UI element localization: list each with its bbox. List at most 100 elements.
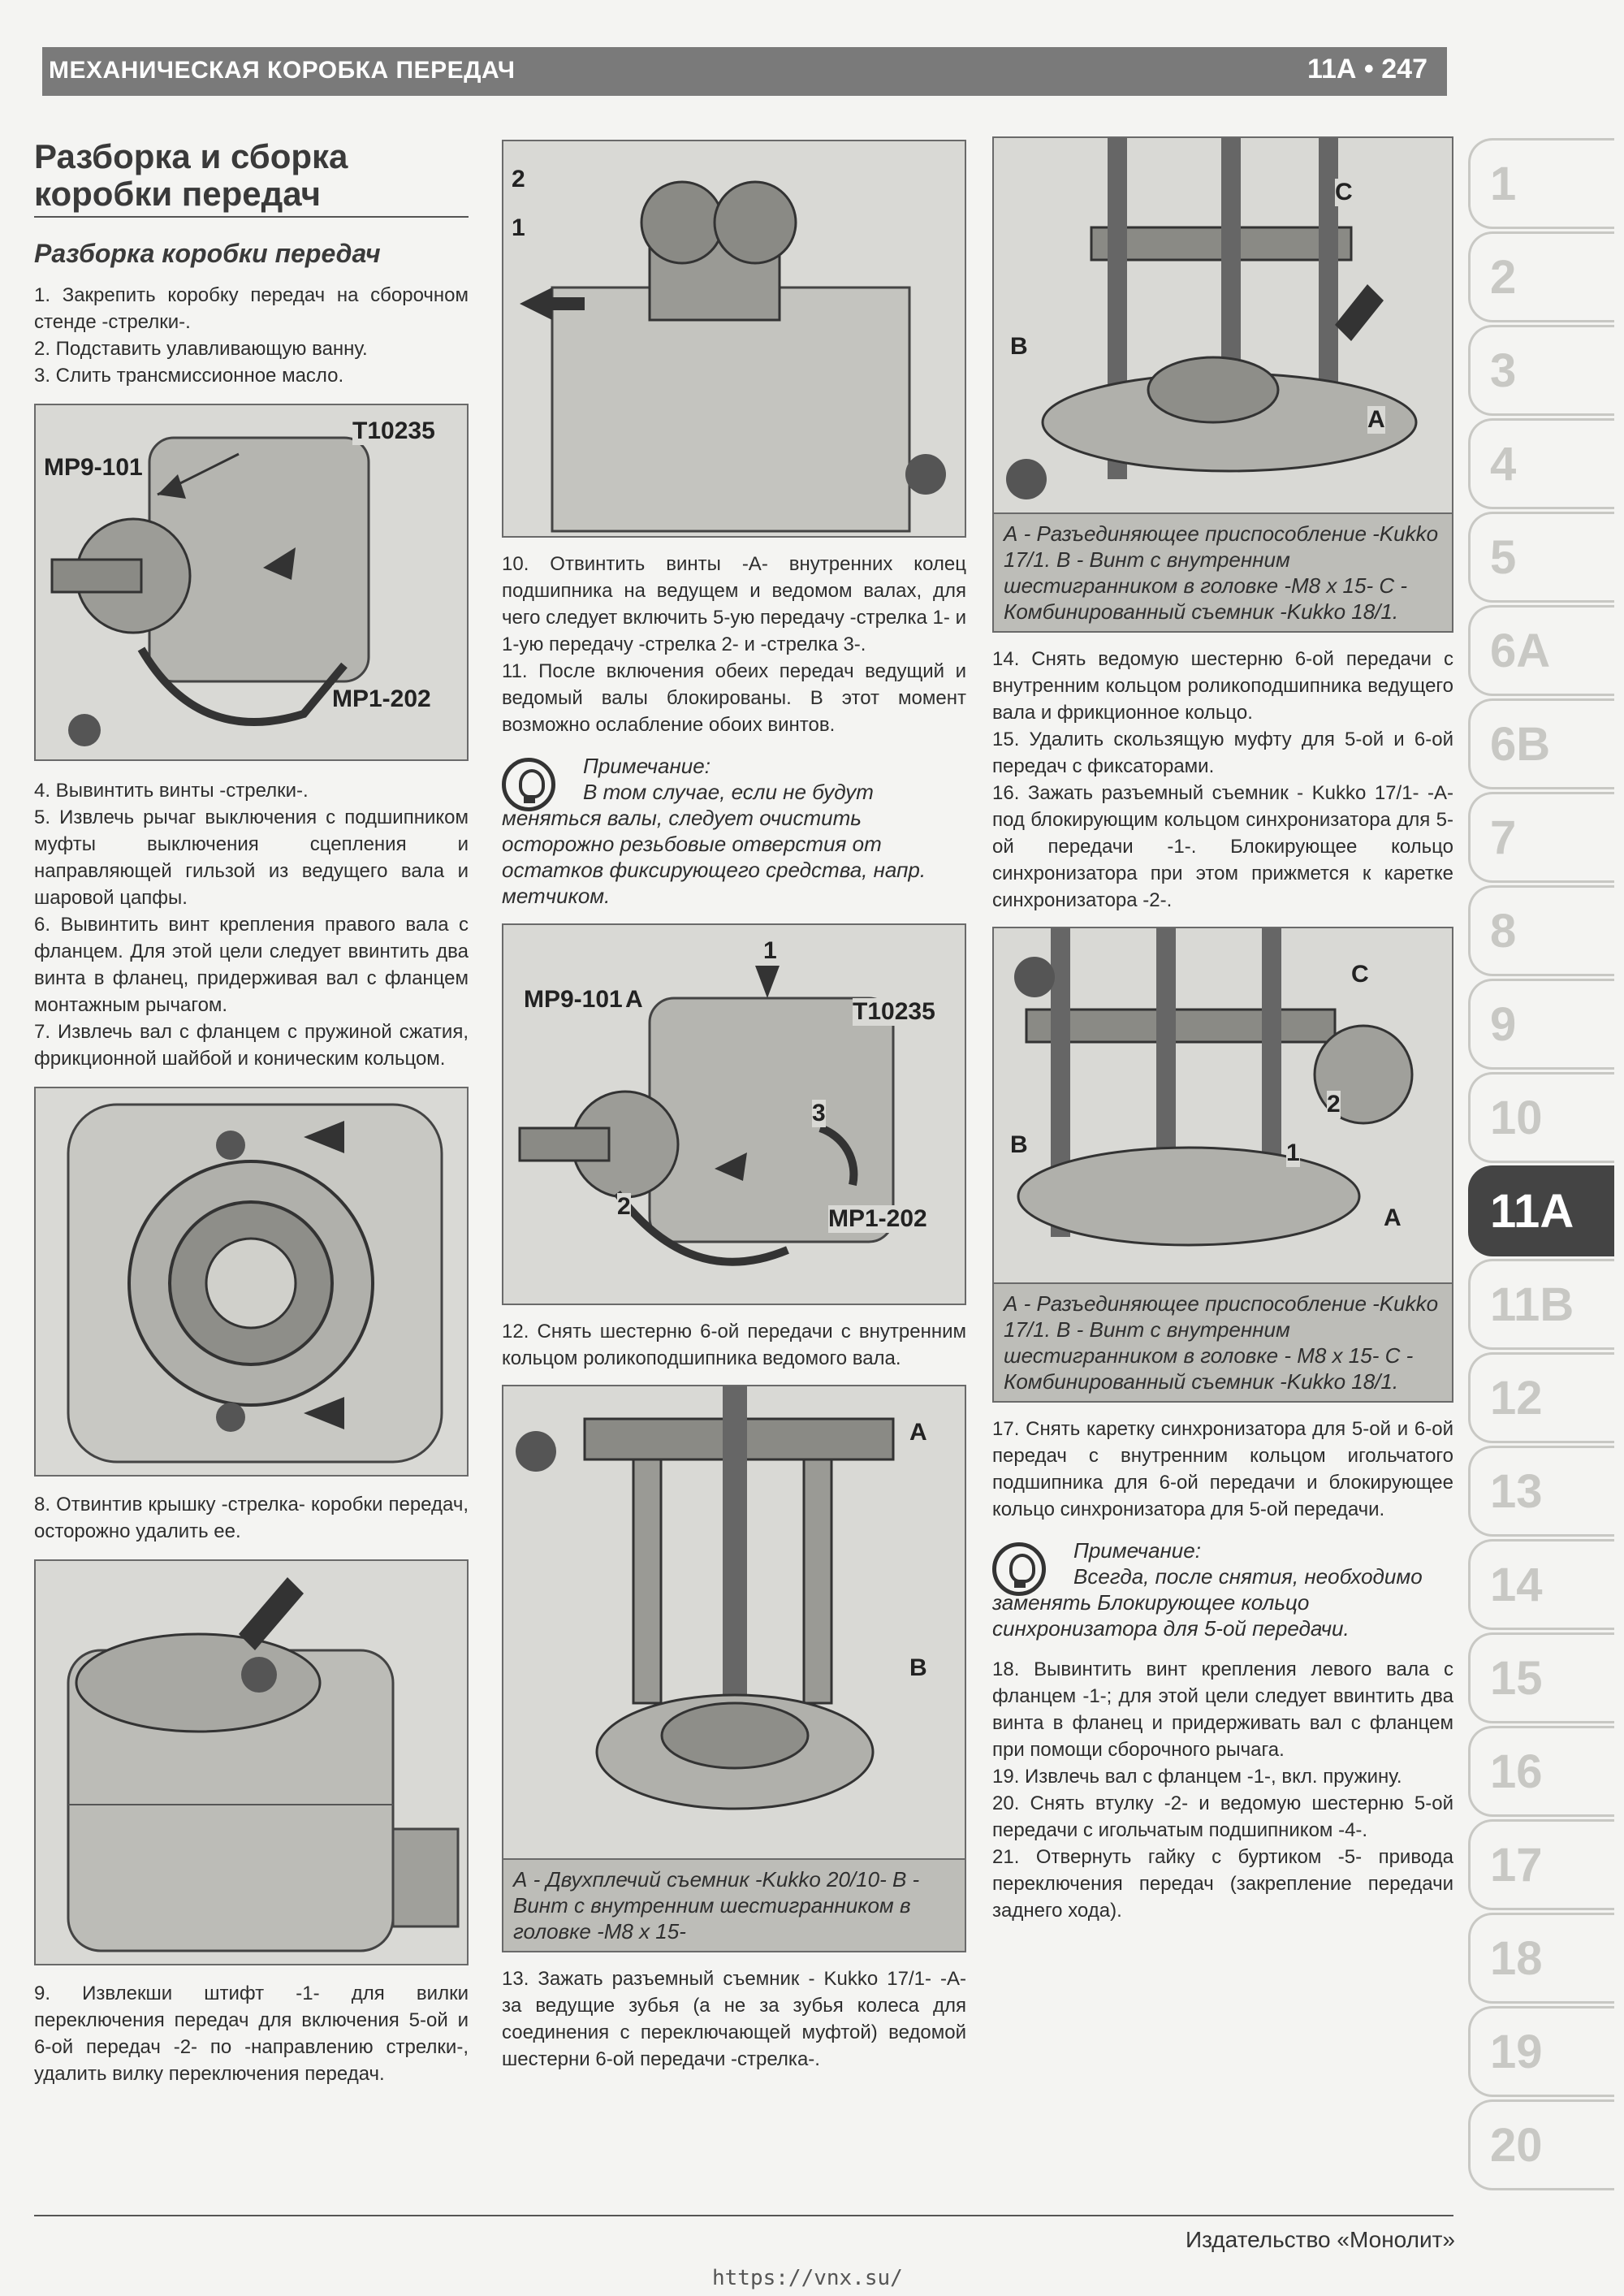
step-10: 10. Отвинтить винты -А- внутренних колец…	[502, 553, 966, 655]
label-t10235: T10235	[352, 417, 435, 445]
section-tab-5[interactable]: 5	[1468, 512, 1614, 603]
section-tab-4[interactable]: 4	[1468, 418, 1614, 509]
step-15: 15. Удалить скользящую муфту для 5-ой и …	[992, 729, 1453, 777]
step-5: 5. Извлечь рычаг выключения с подшипнико…	[34, 806, 469, 909]
label-a: A	[625, 986, 643, 1014]
step-4: 4. Вывинтить винты -стрелки-.	[34, 780, 309, 802]
section-tab-14[interactable]: 14	[1468, 1539, 1614, 1630]
label-3: 3	[812, 1100, 826, 1127]
label-1: 1	[763, 937, 777, 965]
label-c: C	[1335, 179, 1353, 206]
label-mp1-202: MP1-202	[828, 1205, 927, 1233]
lightbulb-icon	[992, 1542, 1046, 1596]
section-tab-3[interactable]: 3	[1468, 325, 1614, 416]
caption-two-arm-puller: А - Двухплечий съемник -Kukko 20/10- В -…	[502, 1860, 966, 1952]
label-2: 2	[512, 166, 525, 193]
section-tab-20[interactable]: 20	[1468, 2099, 1614, 2190]
shaft-bearing-drawing	[520, 180, 946, 533]
publisher: Издательство «Монолит»	[1185, 2227, 1455, 2252]
note-2: Примечание: Всегда, после снятия, необхо…	[992, 1537, 1453, 1641]
label-t10235: T10235	[853, 998, 935, 1026]
step-12: 12. Снять шестерню 6-ой передачи с внутр…	[502, 1321, 966, 1369]
figure-gearbox-stand: MP9-101 T10235 MP1-202	[34, 404, 469, 761]
section-subtitle: Разборка коробки передач	[34, 239, 381, 268]
label-a: A	[1384, 1204, 1402, 1232]
lightbulb-icon	[502, 758, 555, 811]
section-tab-2[interactable]: 2	[1468, 231, 1614, 322]
label-a: A	[909, 1419, 927, 1446]
step-20: 20. Снять втулку -2- и ведомую шестерню …	[992, 1792, 1453, 1841]
label-b: B	[1010, 1131, 1028, 1159]
step-14: 14. Снять ведомую шестерню 6-ой передачи…	[992, 648, 1453, 724]
gearbox-stand-drawing	[50, 436, 370, 746]
section-tab-8[interactable]: 8	[1468, 885, 1614, 976]
figure-shaft-bearing-screws: 2 1	[502, 140, 966, 538]
figure-two-arm-puller: A B	[502, 1385, 966, 1860]
step-2: 2. Подставить улавливающую ванну.	[34, 338, 368, 360]
label-b: B	[1010, 333, 1028, 361]
column-1: Разборка и сборка коробки передач Разбор…	[34, 130, 469, 2087]
gear-engagement-drawing	[518, 966, 895, 1266]
label-mp9-101: MP9-101	[524, 986, 623, 1014]
section-title: МЕХАНИЧЕСКАЯ КОРОБКА ПЕРЕДАЧ	[49, 57, 516, 84]
note-1-text: В том случае, если не будут меняться вал…	[502, 780, 926, 908]
label-a: A	[1367, 406, 1385, 434]
section-tab-11b[interactable]: 11B	[1468, 1259, 1614, 1350]
step-8: 8. Отвинтив крышку -стрелка- коробки пер…	[34, 1494, 469, 1542]
label-c: C	[1351, 961, 1369, 988]
label-1: 1	[1286, 1139, 1300, 1167]
column-3: C B A А - Разъединяющее приспособление -…	[992, 136, 1453, 1924]
section-tab-6b[interactable]: 6B	[1468, 698, 1614, 789]
caption-separating-tool-1: А - Разъединяющее приспособление -Kukko …	[992, 514, 1453, 633]
section-tab-13[interactable]: 13	[1468, 1446, 1614, 1537]
note-2-text: Всегда, после снятия, необходимо заменят…	[992, 1564, 1423, 1641]
note-1-heading: Примечание:	[583, 754, 710, 778]
two-arm-puller-drawing	[516, 1386, 895, 1810]
section-tab-6a[interactable]: 6A	[1468, 605, 1614, 696]
step-9: 9. Извлекши штифт -1- для вилки переключ…	[34, 1983, 469, 2085]
figure-separating-tool-2: C 2 1 B A	[992, 927, 1453, 1284]
figure-gearbox-cover	[34, 1559, 469, 1965]
step-16: 16. Зажать разъемный съемник - Kukko 17/…	[992, 782, 1453, 911]
step-1: 1. Закрепить коробку передач на сборочно…	[34, 284, 469, 333]
step-21: 21. Отвернуть гайку с буртиком -5- приво…	[992, 1846, 1453, 1922]
section-tab-16[interactable]: 16	[1468, 1726, 1614, 1817]
label-b: B	[909, 1654, 927, 1682]
step-6: 6. Вывинтить винт крепления правого вала…	[34, 914, 469, 1016]
step-19: 19. Извлечь вал с фланцем -1-, вкл. пруж…	[992, 1766, 1402, 1788]
separating-tool-1-drawing	[1006, 138, 1418, 499]
separating-tool-2-drawing	[1014, 928, 1414, 1247]
section-tab-10[interactable]: 10	[1468, 1072, 1614, 1163]
column-2: 2 1 10. Отвинтить винты -А- внутренних к…	[502, 140, 966, 2073]
section-tab-9[interactable]: 9	[1468, 979, 1614, 1070]
caption-separating-tool-2: А - Разъединяющее приспособление -Kukko …	[992, 1284, 1453, 1403]
figure-separating-tool-1: C B A	[992, 136, 1453, 514]
source-url: https://vnx.su/	[712, 2266, 903, 2290]
page-number: 11А • 247	[1307, 54, 1427, 84]
section-tab-19[interactable]: 19	[1468, 2006, 1614, 2097]
section-tab-11a[interactable]: 11A	[1468, 1165, 1614, 1256]
step-11: 11. После включения обеих передач ведущи…	[502, 660, 966, 736]
step-3: 3. Слить трансмиссионное масло.	[34, 365, 344, 387]
flange-shaft-drawing	[67, 1103, 443, 1464]
label-2: 2	[1327, 1091, 1341, 1118]
footer-divider	[34, 2215, 1453, 2216]
note-1: Примечание: В том случае, если не будут …	[502, 753, 966, 909]
step-7: 7. Извлечь вал с фланцем с пружиной сжат…	[34, 1021, 469, 1070]
section-tab-1[interactable]: 1	[1468, 138, 1614, 229]
step-17: 17. Снять каретку синхронизатора для 5-о…	[992, 1418, 1453, 1520]
step-13: 13. Зажать разъемный съемник - Kukko 17/…	[502, 1968, 966, 2070]
label-1: 1	[512, 214, 525, 242]
section-tab-17[interactable]: 17	[1468, 1819, 1614, 1910]
section-tab-18[interactable]: 18	[1468, 1913, 1614, 2004]
label-2: 2	[617, 1193, 631, 1221]
section-tab-12[interactable]: 12	[1468, 1352, 1614, 1443]
page-title: Разборка и сборка коробки передач	[34, 138, 469, 218]
section-tab-7[interactable]: 7	[1468, 792, 1614, 883]
figure-flange-shaft	[34, 1087, 469, 1477]
page-header: МЕХАНИЧЕСКАЯ КОРОБКА ПЕРЕДАЧ 11А • 247	[42, 47, 1447, 96]
gearbox-cover-drawing	[67, 1577, 460, 1952]
section-tab-15[interactable]: 15	[1468, 1632, 1614, 1723]
note-2-heading: Примечание:	[1073, 1538, 1201, 1563]
